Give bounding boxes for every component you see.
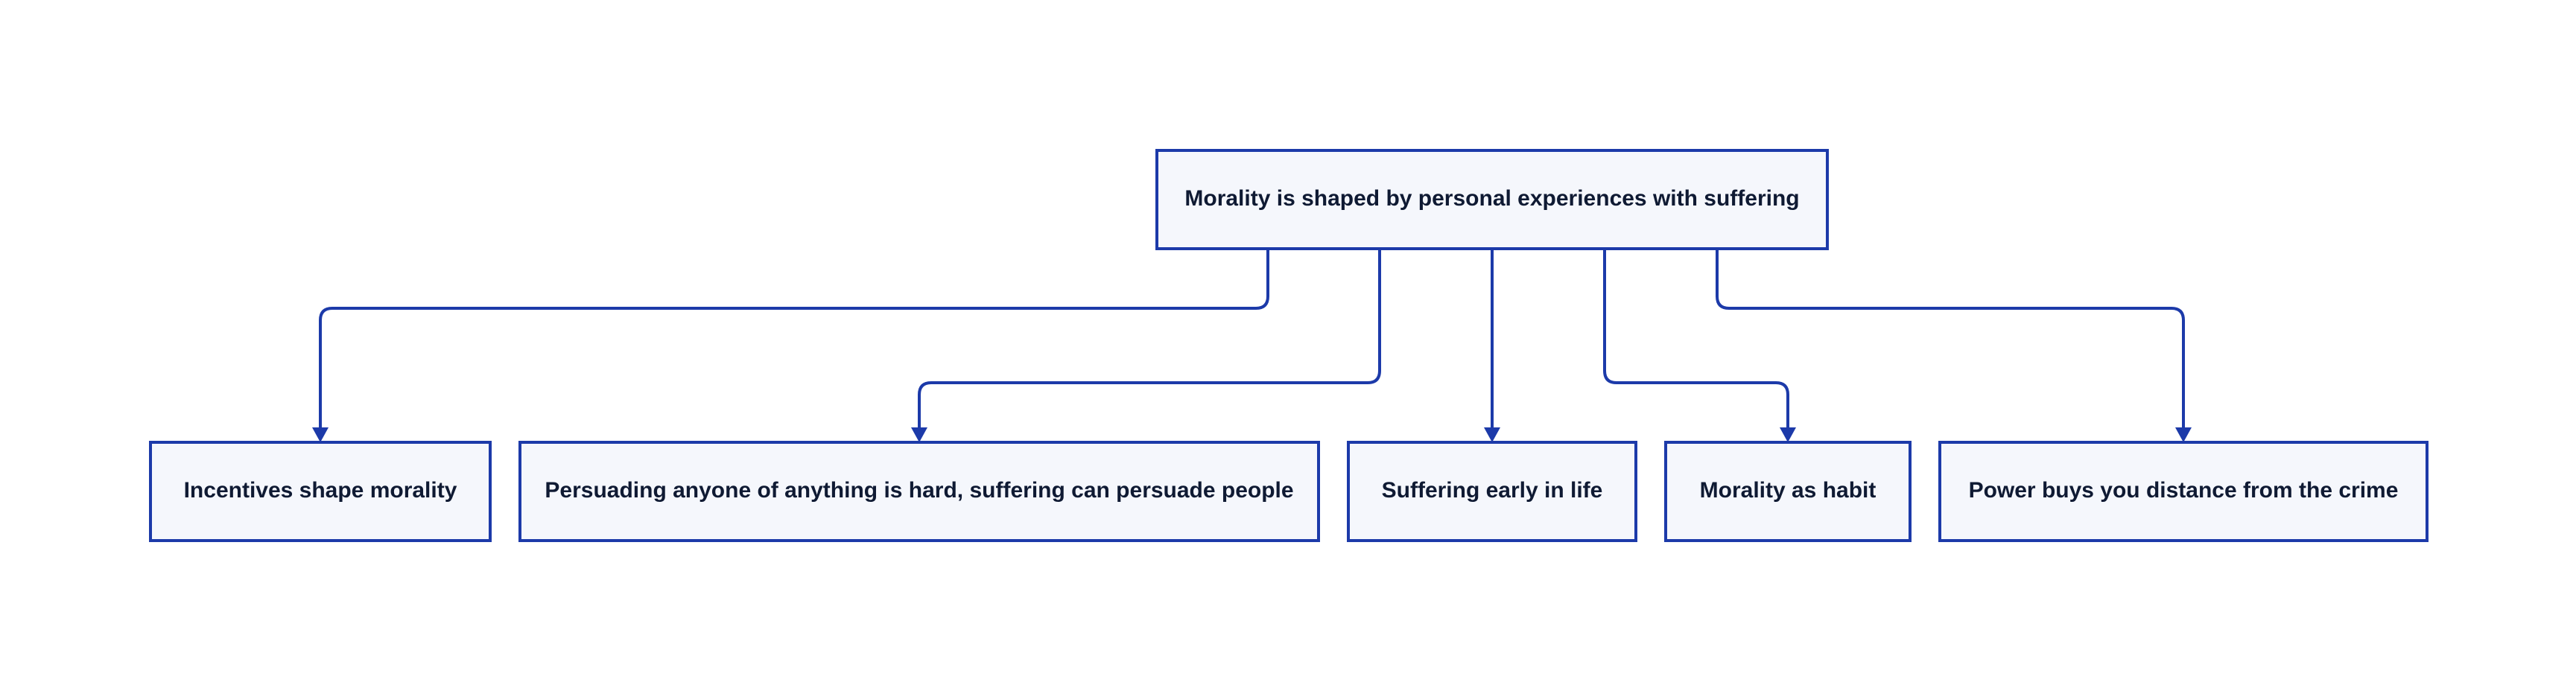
edges (312, 249, 2192, 442)
child-node-persuading: Persuading anyone of anything is hard, s… (518, 441, 1320, 542)
edge-root-to-incentives (319, 249, 1269, 430)
edge-root-to-habit (1603, 249, 1789, 430)
child-node-label: Persuading anyone of anything is hard, s… (545, 478, 1293, 503)
root-node: Morality is shaped by personal experienc… (1155, 149, 1829, 250)
arrowhead-persuading (911, 427, 927, 442)
arrowhead-suffering-early (1484, 427, 1500, 442)
child-node-habit: Morality as habit (1664, 441, 1912, 542)
edge-root-to-persuading (918, 249, 1381, 430)
child-node-suffering-early: Suffering early in life (1347, 441, 1637, 542)
edge-root-to-power (1716, 249, 2185, 430)
child-node-label: Morality as habit (1700, 478, 1877, 503)
arrowhead-power (2175, 427, 2192, 442)
child-node-incentives: Incentives shape morality (149, 441, 492, 542)
child-node-label: Incentives shape morality (184, 478, 457, 503)
arrowhead-incentives (312, 427, 329, 442)
arrowhead-habit (1780, 427, 1796, 442)
root-node-label: Morality is shaped by personal experienc… (1184, 186, 1799, 211)
child-node-power: Power buys you distance from the crime (1938, 441, 2429, 542)
child-node-label: Power buys you distance from the crime (1969, 478, 2399, 503)
child-node-label: Suffering early in life (1382, 478, 1603, 503)
